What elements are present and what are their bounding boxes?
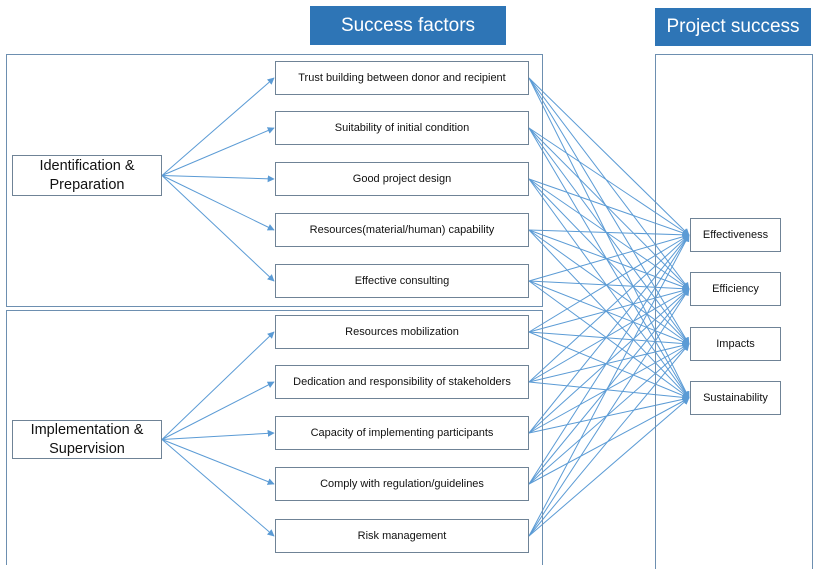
outcome-arrow-1-2-0 [528, 234, 690, 434]
outcome-arrow-0-2-3 [528, 178, 690, 399]
outcome-arrow-0-0-0 [528, 77, 690, 236]
implementation-phase-frame [6, 310, 543, 565]
outcome-arrow-0-3-2 [528, 229, 690, 345]
outcome-arrow-1-0-3 [528, 331, 690, 399]
factor-suitability-initial-condition: Suitability of initial condition [275, 111, 529, 145]
outcome-arrow-0-3-1 [528, 229, 690, 291]
outcome-arrow-0-2-1 [528, 178, 690, 290]
outcome-arrow-1-1-2 [528, 342, 690, 383]
outcome-arrow-1-0-1 [528, 287, 690, 333]
phase-arrow-1-2 [161, 429, 275, 440]
outcome-arrow-1-1-3 [528, 381, 690, 401]
outcome-effectiveness: Effectiveness [690, 218, 781, 252]
phase-arrow-0-2 [161, 175, 275, 183]
outcome-arrow-0-2-0 [528, 178, 690, 237]
phase-identification-preparation: Identification & Preparation [12, 155, 162, 196]
phase-implementation-supervision: Implementation & Supervision [12, 420, 162, 459]
outcome-arrow-0-4-3 [528, 280, 690, 399]
outcome-arrow-0-1-0 [528, 127, 690, 236]
outcome-arrow-0-0-3 [528, 77, 690, 399]
phase-arrows [161, 77, 275, 537]
outcome-arrows [528, 77, 690, 537]
outcome-impacts: Impacts [690, 327, 781, 361]
outcome-arrow-0-1-2 [528, 127, 690, 345]
outcome-arrow-0-1-3 [528, 127, 690, 399]
phase-arrow-0-0 [161, 77, 275, 176]
outcome-arrow-0-2-2 [528, 178, 690, 345]
phase-arrow-1-1 [161, 381, 275, 440]
outcome-arrow-1-0-2 [528, 331, 690, 348]
outcome-arrow-1-1-0 [528, 234, 690, 383]
success-factors-header: Success factors [310, 6, 506, 45]
factor-good-project-design: Good project design [275, 162, 529, 196]
outcome-sustainability: Sustainability [690, 381, 781, 415]
outcome-arrow-1-4-2 [528, 343, 690, 537]
factor-capacity-implementing-participants: Capacity of implementing participants [275, 416, 529, 450]
outcome-arrow-1-3-3 [528, 397, 690, 485]
outcome-arrow-1-4-3 [528, 397, 690, 537]
outcome-arrow-0-4-0 [528, 233, 690, 282]
factor-dedication-stakeholders: Dedication and responsibility of stakeho… [275, 365, 529, 399]
project-success-header: Project success [655, 8, 811, 46]
outcome-arrow-0-0-2 [528, 77, 690, 345]
outcome-arrow-1-3-0 [528, 234, 690, 485]
phase-arrow-1-4 [161, 439, 275, 537]
phase-arrow-1-3 [161, 439, 275, 485]
outcome-arrow-1-3-2 [528, 343, 690, 485]
factor-trust-building: Trust building between donor and recipie… [275, 61, 529, 95]
preparation-phase-frame [6, 54, 543, 307]
factor-effective-consulting: Effective consulting [275, 264, 529, 298]
outcome-efficiency: Efficiency [690, 272, 781, 306]
outcome-arrow-0-3-3 [528, 229, 690, 399]
outcome-arrow-1-2-3 [528, 395, 690, 434]
phase-arrow-0-3 [161, 175, 275, 231]
outcome-arrow-1-2-1 [528, 288, 690, 434]
outcome-arrow-1-4-0 [528, 234, 690, 537]
outcome-arrow-0-1-1 [528, 127, 690, 290]
outcome-arrow-0-3-0 [528, 229, 690, 239]
factor-risk-management: Risk management [275, 519, 529, 553]
outcome-arrow-0-4-2 [528, 280, 690, 345]
phase-arrow-1-0 [161, 331, 275, 440]
factor-resources-mobilization: Resources mobilization [275, 315, 529, 349]
outcome-arrow-1-0-0 [528, 234, 690, 333]
outcome-arrow-1-4-1 [528, 288, 690, 537]
factor-comply-regulation: Comply with regulation/guidelines [275, 467, 529, 501]
outcome-arrow-1-2-2 [528, 343, 690, 434]
phase-arrow-0-1 [161, 127, 275, 176]
outcome-arrow-0-4-1 [528, 280, 690, 293]
factor-resources-capability: Resources(material/human) capability [275, 213, 529, 247]
phase-arrow-0-4 [161, 175, 275, 282]
outcome-arrow-1-1-1 [528, 288, 690, 383]
outcome-arrow-0-0-1 [528, 77, 690, 290]
project-success-frame [655, 54, 813, 569]
